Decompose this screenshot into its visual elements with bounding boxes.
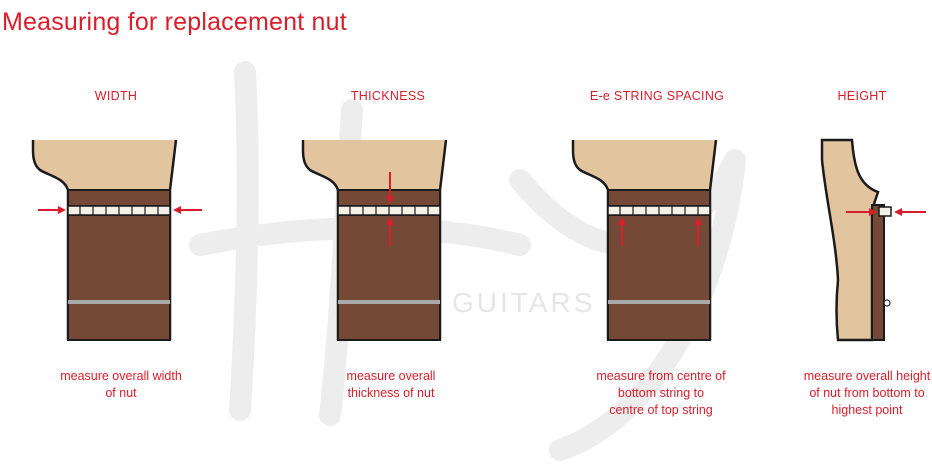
fretboard [607, 214, 711, 341]
string-spacing-neck-diagram [571, 139, 718, 341]
fret [608, 300, 710, 304]
nut [607, 205, 711, 216]
width-neck-diagram [31, 139, 202, 341]
panel-label-string-spacing: E-e STRING SPACING [589, 89, 725, 103]
headstock [33, 140, 176, 190]
fret [338, 300, 440, 304]
panel-label-height: HEIGHT [837, 89, 887, 103]
headstock [573, 140, 716, 190]
headstock [303, 140, 446, 190]
panel-caption-width: measure overall width of nut [60, 369, 182, 400]
page-title: Measuring for replacement nut [2, 8, 347, 36]
nut [67, 205, 171, 216]
panel-label-width: WIDTH [94, 89, 138, 103]
nut [337, 205, 441, 216]
fret-marker [883, 299, 891, 307]
watermark-text: GUITARS [452, 287, 595, 318]
panel-caption-height: measure overall height of nut from botto… [803, 369, 931, 417]
nut-side [878, 206, 892, 217]
height-side-view-diagram [820, 138, 926, 342]
fretboard [67, 214, 171, 341]
headstock-transition [607, 189, 711, 207]
thickness-neck-diagram [301, 139, 448, 341]
panel-label-thickness: THICKNESS [350, 89, 426, 103]
fretboard-side [871, 204, 885, 341]
neck-side [820, 138, 880, 342]
fret [68, 300, 170, 304]
headstock-transition [67, 189, 171, 207]
panel-caption-string-spacing: measure from centre of bottom string to … [596, 369, 726, 417]
panel-caption-thickness: measure overall thickness of nut [346, 369, 436, 400]
